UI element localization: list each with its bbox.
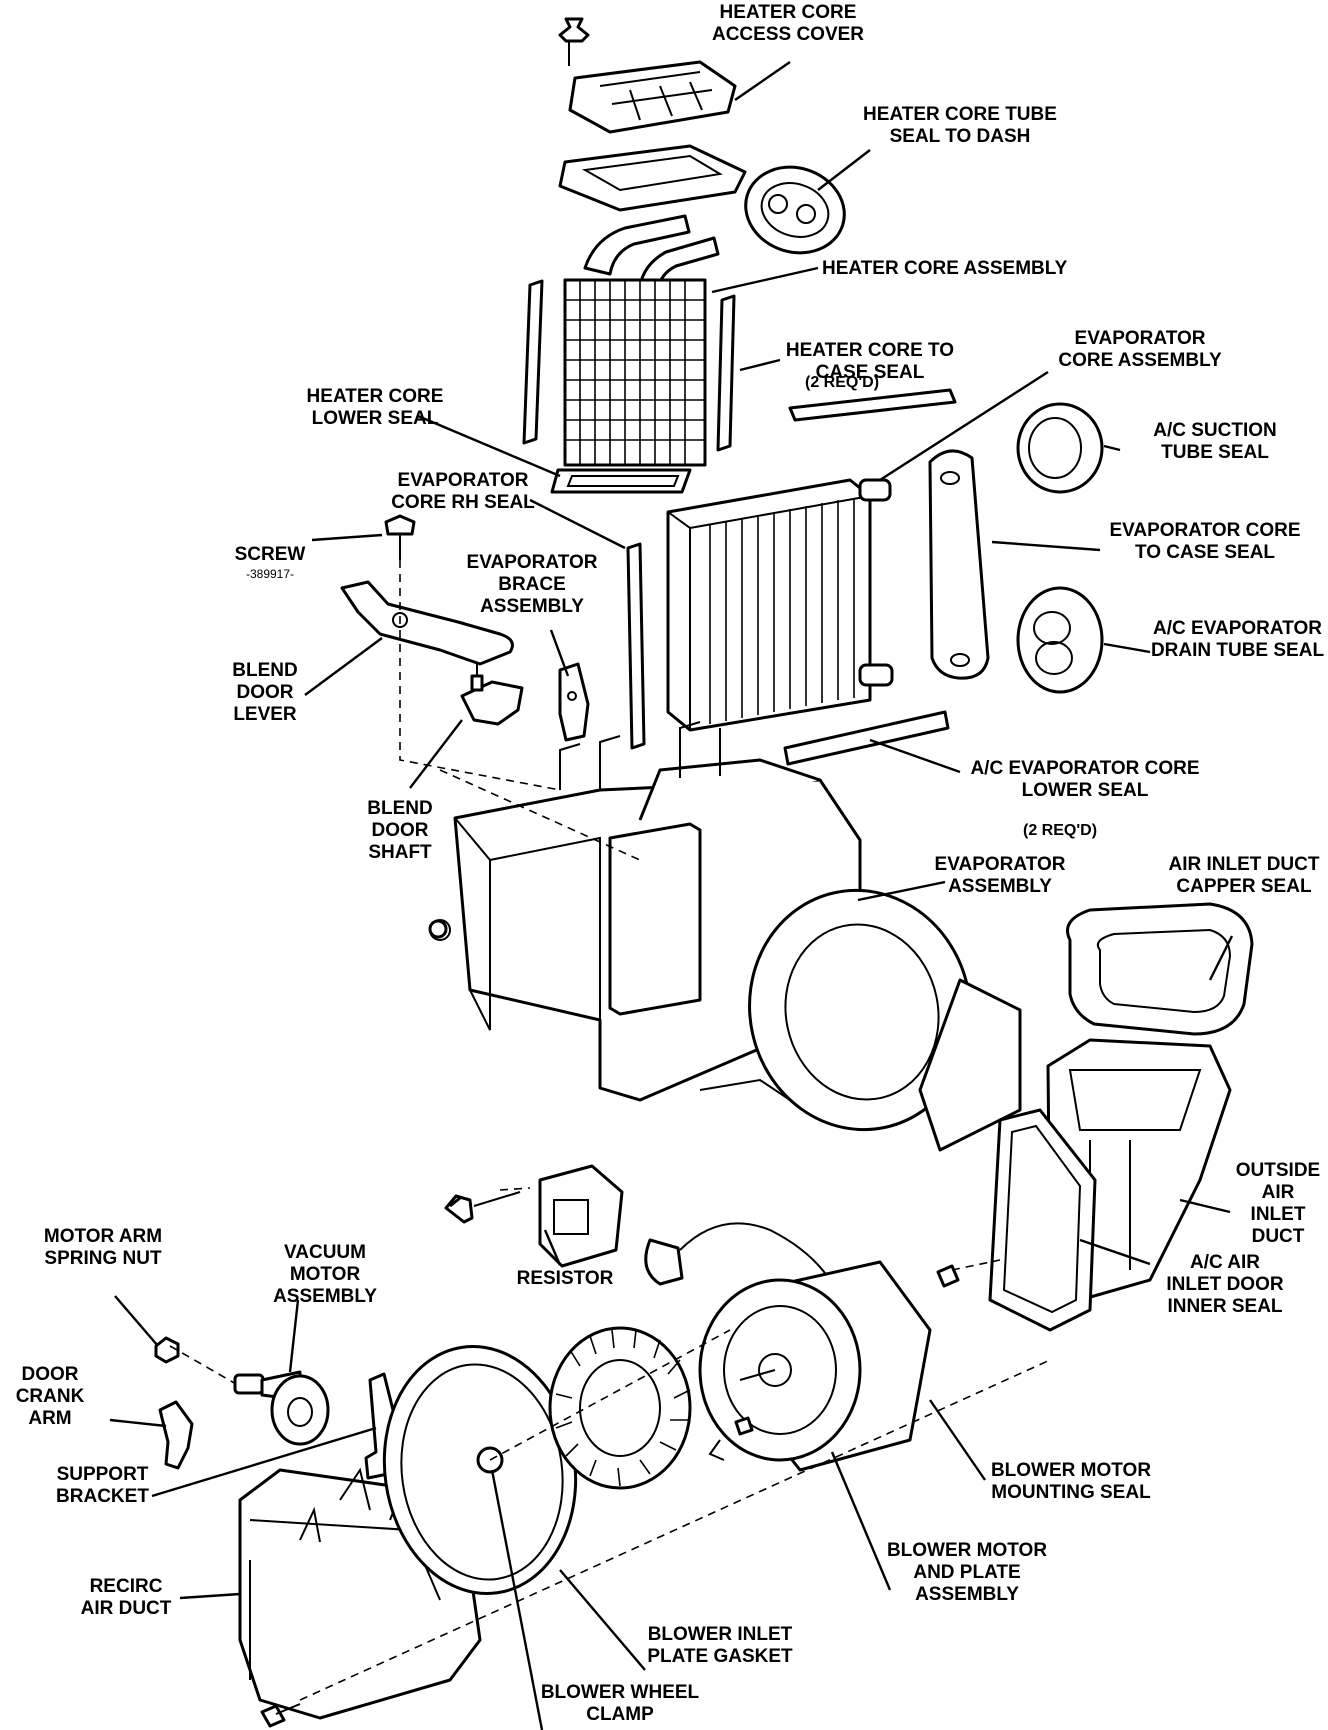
label-ac-evaporator-drain-tube-seal: A/C EVAPORATOR DRAIN TUBE SEAL [1150, 618, 1325, 661]
blend-door-lever-part [340, 580, 514, 666]
blower-wheel-part [548, 1326, 692, 1490]
label-evaporator-core-rh-seal: EVAPORATOR CORE RH SEAL [391, 470, 535, 513]
screw-text: SCREW [234, 544, 306, 565]
motor-arm-spring-nut-part [154, 1336, 180, 1364]
label-heater-core-tube-seal: HEATER CORE TUBE SEAL TO DASH [863, 104, 1057, 147]
blend-door-shaft-part [460, 664, 524, 726]
evaporator-core-rh-seal [626, 542, 646, 750]
ac-evaporator-drain-tube-seal [1016, 586, 1104, 694]
label-screw: SCREW -389917- [220, 522, 320, 604]
label-ac-evaporator-core-lower-seal: A/C EVAPORATOR CORE LOWER SEAL [970, 758, 1200, 801]
label-support-bracket: SUPPORT BRACKET [56, 1464, 149, 1507]
heater-core-side-seals [522, 279, 736, 452]
label-heater-core-to-case-seal: HEATER CORE TO CASE SEAL [770, 318, 970, 384]
label-ac-suction-tube-seal: A/C SUCTION TUBE SEAL [1153, 420, 1277, 463]
label-outside-air-inlet-duct: OUTSIDE AIR INLET DUCT [1235, 1160, 1321, 1247]
blower-motor-part [698, 1260, 932, 1472]
ac-evaporator-core-lower-seal [783, 710, 950, 766]
screw-part-number: -389917- [245, 567, 295, 581]
resistor-part [444, 1164, 871, 1321]
ac-suction-tube-seal [1016, 402, 1104, 494]
heater-core-to-case-seal-text: HEATER CORE TO CASE SEAL [785, 340, 955, 383]
label-resistor: RESISTOR [516, 1268, 614, 1289]
label-blower-inlet-plate-gasket: BLOWER INLET PLATE GASKET [647, 1624, 793, 1667]
evaporator-brace-part [558, 662, 590, 742]
heater-core-access-cover [558, 17, 737, 134]
label-heater-core-to-case-seal-qty: (2 REQ'D) [804, 374, 880, 391]
heater-core-lower-seal [550, 468, 692, 494]
evaporator-case [429, 721, 1022, 1152]
vacuum-motor-part [233, 1370, 330, 1446]
label-blower-wheel-clamp: BLOWER WHEEL CLAMP [540, 1682, 700, 1725]
label-recirc-air-duct: RECIRC AIR DUCT [80, 1576, 172, 1619]
evaporator-core [666, 388, 957, 732]
label-ac-evaporator-core-lower-seal-qty: (2 REQ'D) [1022, 822, 1098, 839]
alignment-lines [169, 560, 1051, 1701]
label-heater-core-access-cover: HEATER CORE ACCESS COVER [711, 2, 865, 45]
label-blend-door-lever: BLEND DOOR LEVER [232, 660, 298, 725]
label-evaporator-core-assembly: EVAPORATOR CORE ASSEMBLY [1058, 328, 1222, 371]
label-evaporator-brace-assembly: EVAPORATOR BRACE ASSEMBLY [466, 552, 598, 617]
loose-screws [260, 919, 960, 1728]
ac-air-inlet-door-seal-part [988, 1108, 1097, 1332]
screw-part [384, 514, 416, 560]
label-heater-core-lower-seal: HEATER CORE LOWER SEAL [306, 386, 444, 429]
heater-core-cover-gasket [558, 144, 747, 212]
label-ac-air-inlet-door-inner-seal: A/C AIR INLET DOOR INNER SEAL [1166, 1252, 1284, 1317]
label-vacuum-motor-assembly: VACUUM MOTOR ASSEMBLY [273, 1242, 377, 1307]
door-crank-arm-part [158, 1400, 194, 1470]
label-heater-core-assembly: HEATER CORE ASSEMBLY [822, 258, 1068, 279]
leader-lines [109, 61, 1234, 1730]
label-air-inlet-duct-capper-seal: AIR INLET DUCT CAPPER SEAL [1168, 854, 1320, 897]
air-inlet-duct-capper-seal [1066, 902, 1254, 1036]
label-door-crank-arm: DOOR CRANK ARM [15, 1364, 85, 1429]
evaporator-core-to-case-seal [928, 449, 990, 680]
label-motor-arm-spring-nut: MOTOR ARM SPRING NUT [43, 1226, 163, 1269]
heater-core-tube-seal [744, 165, 846, 255]
label-blend-door-shaft: BLEND DOOR SHAFT [367, 798, 433, 863]
label-blower-motor-mounting-seal: BLOWER MOTOR MOUNTING SEAL [990, 1460, 1152, 1503]
label-evaporator-core-to-case-seal: EVAPORATOR CORE TO CASE SEAL [1109, 520, 1301, 563]
label-blower-motor-and-plate-assembly: BLOWER MOTOR AND PLATE ASSEMBLY [886, 1540, 1048, 1605]
heater-core [563, 214, 720, 467]
label-evaporator-assembly: EVAPORATOR ASSEMBLY [934, 854, 1066, 897]
